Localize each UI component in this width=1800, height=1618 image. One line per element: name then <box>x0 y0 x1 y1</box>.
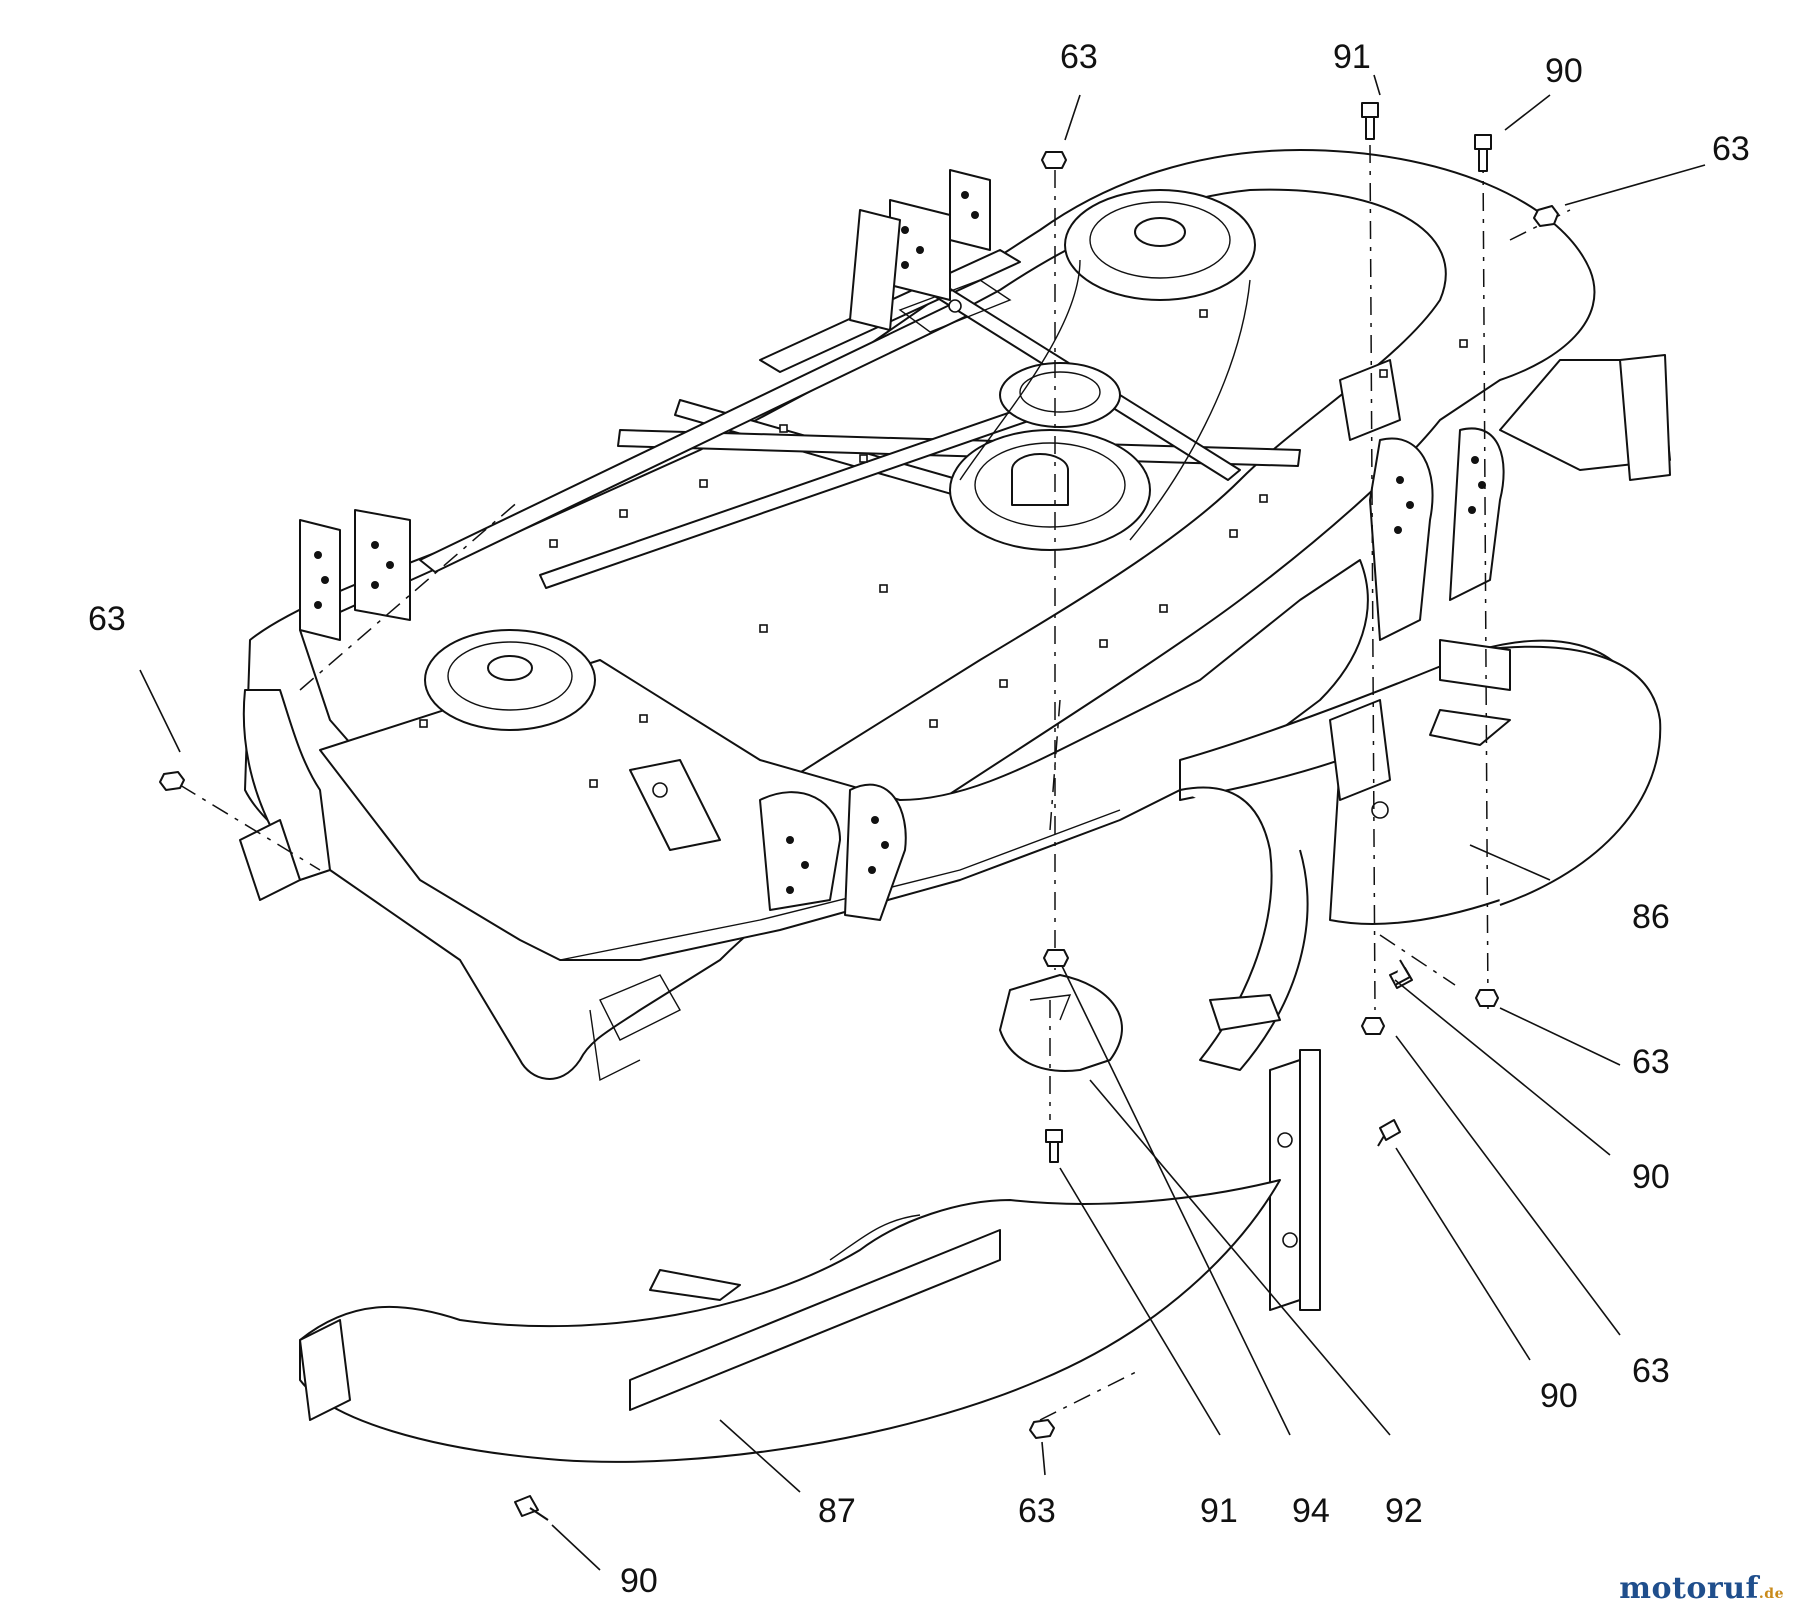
bolt-bottom-90 <box>514 1495 549 1521</box>
part-94-baffle-plate <box>999 974 1123 1072</box>
callout-90-right-mid: 90 <box>1632 1158 1670 1196</box>
callout-90-top: 90 <box>1545 52 1583 90</box>
callout-90-bottom: 90 <box>620 1562 658 1600</box>
bolt-mid-90b <box>1377 1119 1401 1147</box>
bolt-right-90a <box>1389 959 1413 989</box>
callout-94: 94 <box>1292 1492 1330 1530</box>
nut-right-63c <box>1361 1017 1385 1035</box>
nut-right-63b <box>1475 989 1499 1007</box>
callout-63-bottom: 63 <box>1018 1492 1056 1530</box>
pulley-center <box>949 429 1151 551</box>
callout-63-right: 63 <box>1712 130 1750 168</box>
mower-deck-housing <box>244 149 1671 1082</box>
nut-right-63 <box>1533 205 1559 227</box>
callout-91-lower: 91 <box>1200 1492 1238 1530</box>
left-chute <box>239 689 331 901</box>
part-87-mulch-baffle <box>299 1179 1281 1463</box>
callout-labels: 63 91 90 63 63 86 63 90 63 90 91 94 92 6… <box>88 38 1750 1600</box>
callout-63-right-mid: 63 <box>1632 1043 1670 1081</box>
deck-holes <box>419 309 1468 788</box>
callout-63-left: 63 <box>88 600 126 638</box>
watermark-main: motoruf <box>1619 1571 1759 1606</box>
pulley-left <box>424 629 596 731</box>
nut-front-63 <box>1043 949 1069 967</box>
alignment-lines <box>179 144 1571 1421</box>
bolt-top-90 <box>1474 134 1492 172</box>
motoruf-watermark: motoruf.de <box>1619 1571 1784 1606</box>
pulley-idler <box>999 362 1121 428</box>
fasteners <box>159 102 1559 1521</box>
bolt-lower-91 <box>1045 1129 1063 1163</box>
callout-63-top: 63 <box>1060 38 1098 76</box>
callout-92: 92 <box>1385 1492 1423 1530</box>
nut-bottom-63 <box>1029 1419 1055 1439</box>
callout-63-right-low: 63 <box>1632 1352 1670 1390</box>
nut-left-63 <box>159 771 185 791</box>
leader-lines <box>139 74 1706 1571</box>
callout-91-top: 91 <box>1333 38 1371 76</box>
callout-86: 86 <box>1632 898 1670 936</box>
nut-top-63 <box>1041 151 1067 169</box>
watermark-suffix: .de <box>1758 1586 1784 1602</box>
callout-87: 87 <box>818 1492 856 1530</box>
callout-90-lower: 90 <box>1540 1377 1578 1415</box>
pulley-right <box>1064 189 1256 301</box>
bolt-top-91 <box>1361 102 1379 140</box>
part-86-mulch-baffle <box>1179 639 1662 1311</box>
